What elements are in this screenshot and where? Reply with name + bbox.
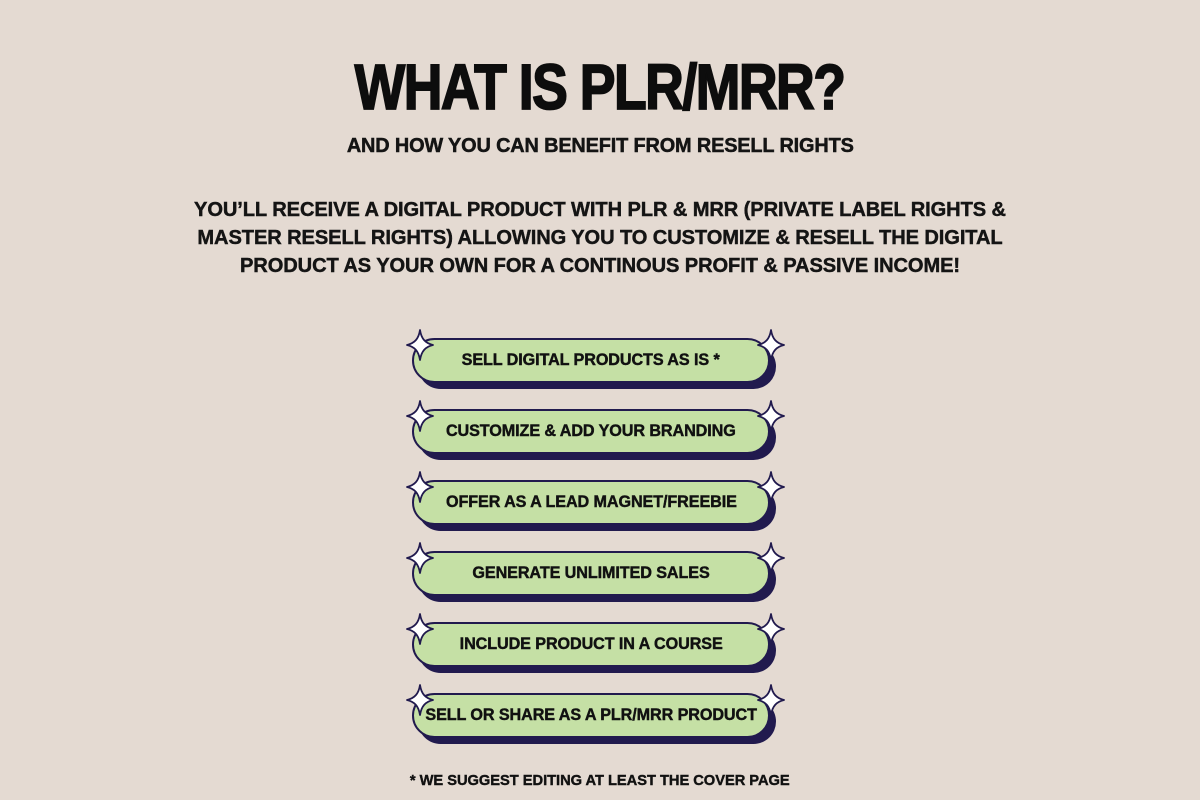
intro-paragraph: YOU’LL RECEIVE A DIGITAL PRODUCT WITH PL… (194, 198, 1006, 277)
benefit-label: OFFER AS A LEAD MAGNET/FREEBIE (445, 493, 737, 512)
benefit-label: CUSTOMIZE & ADD YOUR BRANDING (446, 422, 736, 441)
benefit-pill[interactable]: SELL DIGITAL PRODUCTS AS IS * (412, 338, 770, 384)
list-item[interactable]: GENERATE UNLIMITED SALES (406, 542, 788, 603)
list-item[interactable]: SELL OR SHARE AS A PLR/MRR PRODUCT (406, 684, 788, 745)
footnote-text: * WE SUGGEST EDITING AT LEAST THE COVER … (410, 772, 790, 790)
page-subtitle: AND HOW YOU CAN BENEFIT FROM RESELL RIGH… (346, 134, 854, 158)
benefit-pill[interactable]: INCLUDE PRODUCT IN A COURSE (412, 622, 770, 668)
benefit-label: SELL OR SHARE AS A PLR/MRR PRODUCT (425, 706, 757, 725)
benefit-pill[interactable]: CUSTOMIZE & ADD YOUR BRANDING (412, 409, 770, 455)
benefit-label: GENERATE UNLIMITED SALES (472, 564, 710, 583)
benefit-label: SELL DIGITAL PRODUCTS AS IS * (461, 351, 721, 370)
benefit-pill[interactable]: OFFER AS A LEAD MAGNET/FREEBIE (412, 480, 770, 526)
page-title: WHAT IS PLR/MRR? (354, 51, 847, 124)
benefit-label: INCLUDE PRODUCT IN A COURSE (459, 635, 723, 654)
list-item[interactable]: INCLUDE PRODUCT IN A COURSE (406, 613, 788, 674)
benefits-list: SELL DIGITAL PRODUCTS AS IS * CUSTOMIZE … (406, 329, 788, 745)
benefit-pill[interactable]: SELL OR SHARE AS A PLR/MRR PRODUCT (412, 693, 770, 739)
list-item[interactable]: CUSTOMIZE & ADD YOUR BRANDING (406, 400, 788, 461)
benefit-pill[interactable]: GENERATE UNLIMITED SALES (412, 551, 770, 597)
list-item[interactable]: SELL DIGITAL PRODUCTS AS IS * (406, 329, 788, 390)
list-item[interactable]: OFFER AS A LEAD MAGNET/FREEBIE (406, 471, 788, 532)
